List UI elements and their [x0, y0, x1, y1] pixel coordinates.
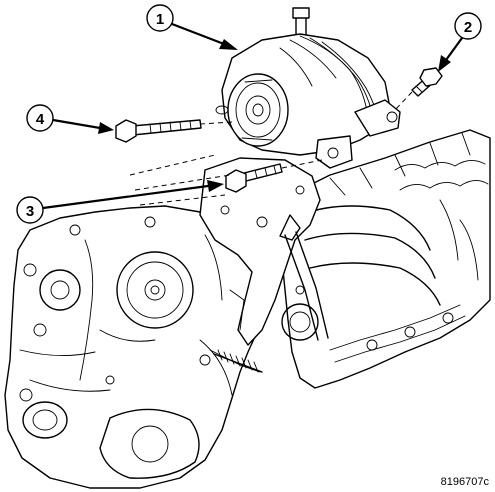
mounting-bolt-center [225, 163, 283, 193]
figure-id-label: 8196707c [440, 476, 489, 488]
svg-text:1: 1 [156, 11, 164, 28]
callout-3: 3 [16, 180, 224, 224]
generator [215, 7, 401, 169]
bolt-path-4 [199, 121, 233, 125]
engine-front-cover [4, 205, 266, 489]
mounting-bolt-short [411, 67, 443, 97]
bracket-outline-dash [129, 154, 231, 206]
svg-text:2: 2 [464, 19, 472, 36]
intake-manifold [279, 129, 491, 389]
callout-1: 1 [146, 4, 238, 50]
bolt-path-3 [281, 159, 323, 169]
bolt-path-2 [394, 91, 413, 111]
callout-4: 4 [26, 104, 114, 134]
generator-bracket [199, 157, 329, 373]
svg-text:3: 3 [26, 203, 34, 220]
svg-text:4: 4 [36, 111, 45, 128]
callout-2: 2 [438, 12, 482, 72]
mounting-bolt-long [115, 119, 202, 143]
